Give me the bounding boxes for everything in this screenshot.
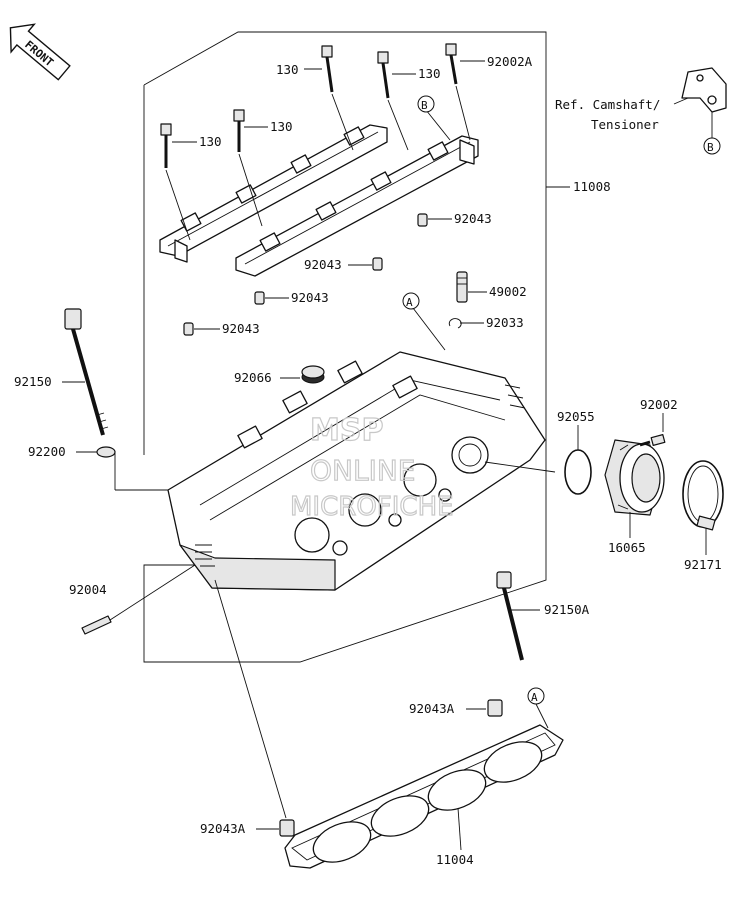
callout-b-bracket: B bbox=[703, 137, 721, 155]
dowel-pin-92043-b bbox=[372, 257, 383, 271]
dowel-pin-92043-a bbox=[417, 213, 428, 227]
label-130-b: 130 bbox=[418, 66, 441, 81]
front-arrow-icon: FRONT bbox=[9, 23, 71, 81]
label-ref-line2: Tensioner bbox=[591, 117, 659, 132]
label-92043a-upper: 92043A bbox=[409, 701, 455, 716]
label-92043-d: 92043 bbox=[222, 321, 260, 336]
washer-92200 bbox=[96, 446, 116, 458]
label-92002: 92002 bbox=[640, 397, 678, 412]
label-130-d: 130 bbox=[199, 134, 222, 149]
clip-92033 bbox=[448, 318, 462, 329]
label-92043-b: 92043 bbox=[304, 257, 342, 272]
camshaft-cap-rear bbox=[159, 124, 388, 263]
o-ring-92055 bbox=[564, 449, 592, 495]
dowel-92043a-upper bbox=[487, 699, 503, 717]
stud-92004 bbox=[81, 615, 112, 635]
dowel-92043a-lower bbox=[279, 819, 295, 837]
stud-49002 bbox=[456, 271, 468, 303]
dowel-pin-92043-d bbox=[183, 322, 194, 336]
label-92150a: 92150A bbox=[544, 602, 590, 617]
clamp-92171 bbox=[682, 460, 724, 531]
label-92150: 92150 bbox=[14, 374, 52, 389]
svg-text:A: A bbox=[406, 296, 413, 309]
label-92004: 92004 bbox=[69, 582, 107, 597]
assembly-outline bbox=[143, 31, 547, 663]
watermark: MSP ONLINE MICROFICHE bbox=[289, 412, 454, 522]
svg-text:A: A bbox=[531, 691, 538, 704]
holder-16065 bbox=[604, 439, 665, 516]
svg-text:B: B bbox=[707, 141, 714, 154]
bolt-130-b bbox=[377, 51, 390, 99]
label-92055: 92055 bbox=[557, 409, 595, 424]
callout-a-lower: A bbox=[527, 687, 545, 705]
label-92043a-lower: 92043A bbox=[200, 821, 246, 836]
label-92043-c: 92043 bbox=[291, 290, 329, 305]
camshaft-cap-front bbox=[235, 135, 479, 277]
dowel-pin-92043-c bbox=[254, 291, 265, 305]
label-ref-line1: Ref. Camshaft/ bbox=[555, 97, 660, 112]
cylinder-head bbox=[167, 351, 546, 591]
bolt-130-c bbox=[233, 109, 245, 152]
label-11004: 11004 bbox=[436, 852, 474, 867]
svg-text:MICROFICHE: MICROFICHE bbox=[290, 492, 454, 522]
tensioner-bracket bbox=[681, 67, 727, 113]
label-16065: 16065 bbox=[608, 540, 646, 555]
label-92033: 92033 bbox=[486, 315, 524, 330]
label-92043-a: 92043 bbox=[454, 211, 492, 226]
bolt-130-d bbox=[160, 123, 172, 168]
callout-a-upper: A bbox=[402, 292, 420, 310]
svg-text:ONLINE: ONLINE bbox=[310, 454, 415, 487]
label-92200: 92200 bbox=[28, 444, 66, 459]
bolt-92002 bbox=[639, 433, 666, 447]
svg-text:MSP: MSP bbox=[310, 413, 383, 448]
head-bolt-92150a bbox=[496, 571, 524, 661]
label-130-a: 130 bbox=[276, 62, 299, 77]
label-11008: 11008 bbox=[573, 179, 611, 194]
head-gasket-11004 bbox=[284, 724, 564, 869]
label-130-c: 130 bbox=[270, 119, 293, 134]
label-92171: 92171 bbox=[684, 557, 722, 572]
leader-lines bbox=[62, 60, 713, 851]
bolt-130-a bbox=[321, 45, 334, 93]
label-92066: 92066 bbox=[234, 370, 272, 385]
label-49002: 49002 bbox=[489, 284, 527, 299]
grommet-92066 bbox=[301, 365, 325, 384]
callout-b-upper: B bbox=[417, 95, 435, 113]
svg-text:B: B bbox=[421, 99, 428, 112]
bolt-92002a bbox=[445, 43, 458, 85]
label-92002a: 92002A bbox=[487, 54, 533, 69]
head-bolt-92150 bbox=[64, 308, 109, 436]
